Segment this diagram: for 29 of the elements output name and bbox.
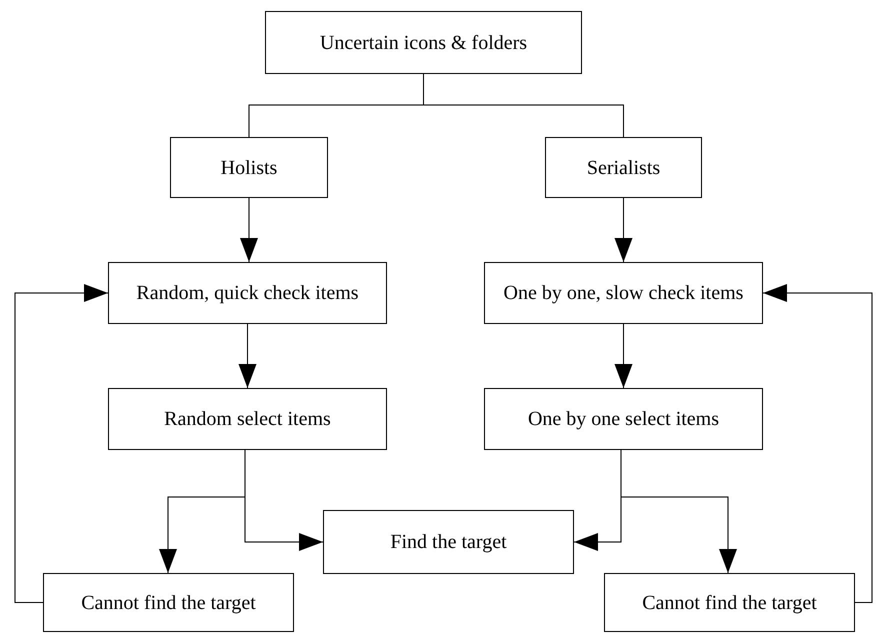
- arrow: [620, 450, 737, 574]
- box-label: Serialists: [586, 156, 660, 180]
- box-label: Cannot find the target: [81, 590, 256, 616]
- process-box: [265, 11, 582, 74]
- arrow: [614, 324, 632, 388]
- arrow: [14, 284, 108, 603]
- arrow: [244, 450, 324, 551]
- process-box: [604, 573, 855, 632]
- process-box: [484, 262, 763, 324]
- arrow: [238, 324, 256, 388]
- process-box: [484, 388, 763, 450]
- process-box: [43, 573, 294, 632]
- box-label: Random select items: [164, 407, 331, 432]
- process-box: [108, 388, 387, 450]
- process-box: [545, 137, 702, 198]
- box-label: One by one, slow check items: [504, 281, 744, 306]
- arrow: [762, 284, 872, 603]
- box-label: Uncertain icons & folders: [320, 30, 528, 56]
- arrow: [614, 198, 632, 262]
- connector-line: [423, 74, 624, 138]
- box-label: Random, quick check items: [136, 281, 359, 306]
- box-label: One by one select items: [528, 407, 720, 432]
- box-label: Find the target: [390, 530, 507, 555]
- process-box: [108, 262, 387, 324]
- process-box: [323, 510, 574, 574]
- process-box: [170, 137, 328, 198]
- box-label: Cannot find the target: [642, 590, 817, 616]
- box-label: Holists: [220, 156, 278, 180]
- arrow: [240, 198, 258, 262]
